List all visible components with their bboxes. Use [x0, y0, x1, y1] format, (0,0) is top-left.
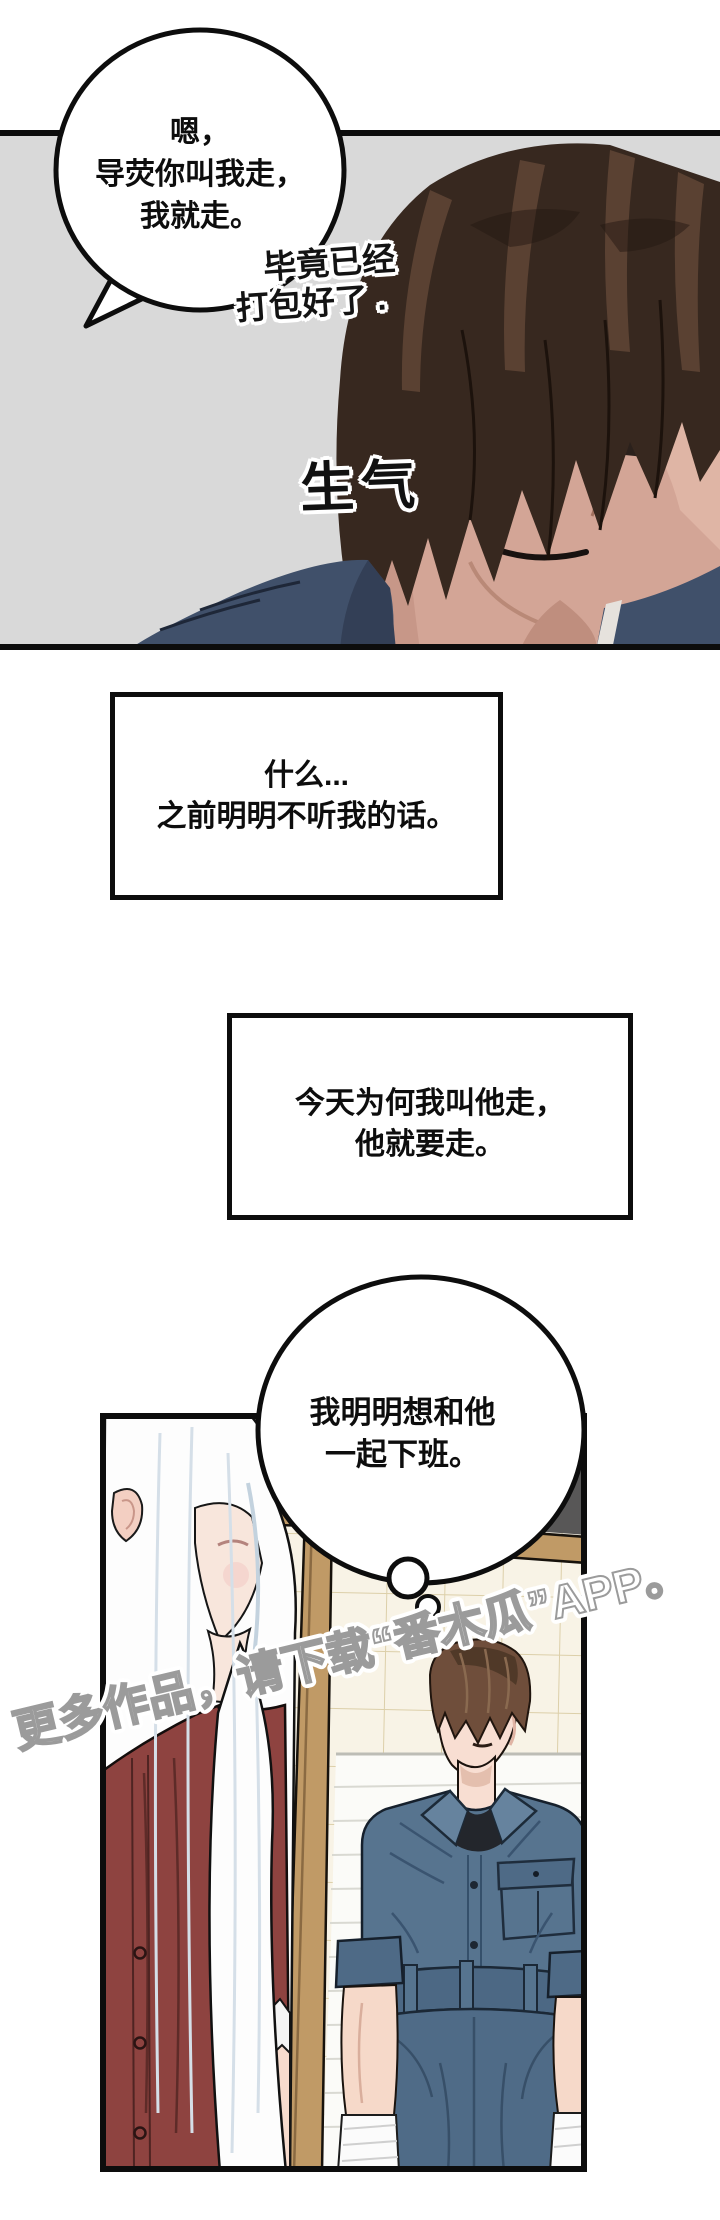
thought-line: 我明明想和他 [309, 1395, 496, 1430]
thought-bubble-shape [255, 1274, 587, 1620]
speech-line: 我就走。 [140, 200, 260, 233]
speech-bubble: 嗯， 导荧你叫我走， 我就走。 [40, 18, 360, 358]
sfx-text: 生气 [299, 454, 424, 520]
speech-bubble-text: 嗯， 导荧你叫我走， 我就走。 [55, 112, 345, 238]
thought-bubble: 我明明想和他 一起下班。 [250, 1262, 600, 1632]
narration-box: 今天为何我叫他走， 他就要走。 [227, 1013, 633, 1220]
thought-bubble-text: 我明明想和他 一起下班。 [230, 1392, 575, 1476]
narration-line: 今天为何我叫他走， [295, 1086, 565, 1120]
narration-line: 之前明明不听我的话。 [156, 800, 457, 833]
narration-line: 什么... [263, 759, 349, 792]
speech-bubble-shape [53, 27, 347, 329]
angry-man-illustration [137, 143, 720, 644]
narration-line: 他就要走。 [355, 1127, 505, 1161]
white-haired-character-illustration [106, 1419, 298, 2166]
speech-line: 导荧你叫我走， [95, 158, 305, 191]
narration-box: 什么... 之前明明不听我的话。 [110, 692, 503, 900]
coverall-man-illustration [334, 1638, 581, 2166]
thought-line: 一起下班。 [325, 1437, 480, 1472]
speech-line: 嗯， [170, 116, 230, 149]
panel-top [0, 130, 720, 650]
handwritten-note: 毕竟已经 打包好了 . [232, 239, 399, 328]
